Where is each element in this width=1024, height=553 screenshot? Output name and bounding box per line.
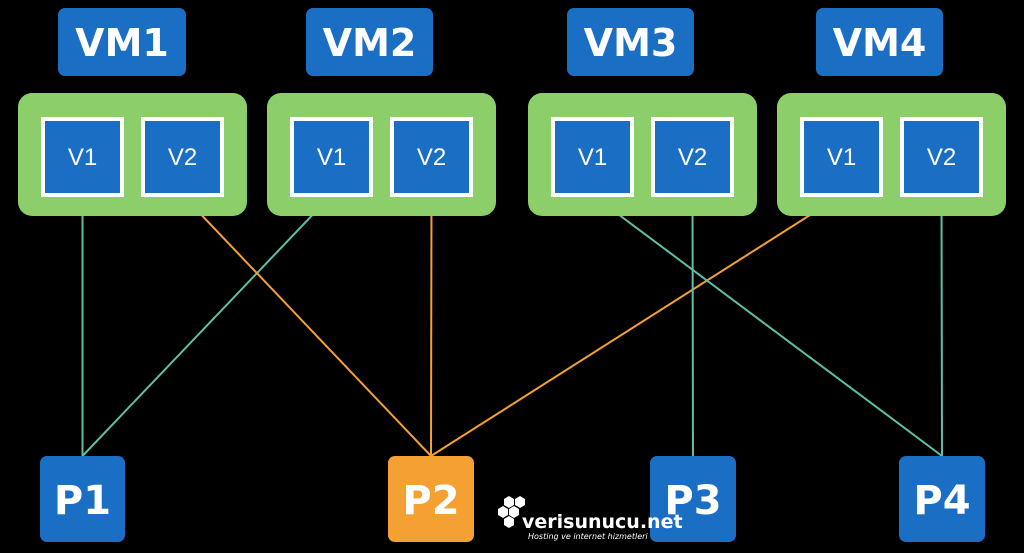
vm4-v2-box [900, 117, 983, 197]
vm2-group: VM2 V1 V2 [267, 8, 496, 216]
vm3-label-box [567, 8, 694, 76]
link-vm4-v2-p4 [940, 194, 943, 457]
hexagon-cluster-icon [498, 496, 525, 528]
vm4-label-box [816, 8, 943, 76]
vm1-v2-box [141, 117, 224, 197]
link-vm1-v2-p2 [181, 194, 432, 457]
p4-group: P4 [899, 456, 985, 542]
vm2-v1-label: V1 [317, 144, 346, 171]
vm1-label: VM1 [75, 21, 169, 65]
p3-group: P3 [650, 456, 736, 542]
vm3-label: VM3 [584, 21, 678, 65]
vm1-v1-box [41, 117, 124, 197]
vm3-v2-box [651, 117, 734, 197]
p1-label: P1 [54, 478, 111, 524]
watermark-tagline: Hosting ve internet hizmetleri [528, 532, 648, 541]
vm2-label-box [306, 8, 433, 76]
vm3-group: VM3 V1 V2 [528, 8, 757, 216]
vm4-group: VM4 V1 V2 [777, 8, 1006, 216]
p4-box [899, 456, 985, 542]
p2-group: P2 [388, 456, 474, 542]
watermark-logo: verisunucu.net Hosting ve internet hizme… [498, 496, 683, 541]
vm3-v1-box [551, 117, 634, 197]
p2-label: P2 [402, 478, 459, 524]
vm3-v2-label: V2 [678, 144, 707, 171]
links-layer [81, 194, 943, 457]
link-vm4-v1-p2 [430, 194, 843, 457]
vm1-v2-label: V2 [168, 144, 197, 171]
p1-box [40, 456, 125, 542]
vm2-label: VM2 [323, 21, 417, 65]
link-vm2-v2-p2 [430, 194, 433, 457]
p3-label: P3 [664, 478, 721, 524]
vm4-label: VM4 [833, 21, 927, 65]
vm2-v1-box [290, 117, 373, 197]
vm4-v2-label: V2 [927, 144, 956, 171]
link-vm3-v2-p3 [691, 194, 694, 457]
p1-group: P1 [40, 456, 125, 542]
vm4-v1-label: V1 [827, 144, 856, 171]
vm3-v1-label: V1 [578, 144, 607, 171]
vm4-v1-box [800, 117, 883, 197]
vm2-v2-label: V2 [417, 144, 446, 171]
vm1-group: VM1 V1 V2 [18, 8, 247, 216]
p4-label: P4 [913, 478, 970, 524]
vm1-v1-label: V1 [68, 144, 97, 171]
link-vm2-v1-p1 [81, 194, 333, 457]
vm1-label-box [58, 8, 186, 76]
link-vm3-v1-p4 [591, 194, 943, 457]
vm2-v2-box [390, 117, 473, 197]
p2-box [388, 456, 474, 542]
watermark-name: verisunucu.net [522, 511, 683, 533]
p3-box [650, 456, 736, 542]
